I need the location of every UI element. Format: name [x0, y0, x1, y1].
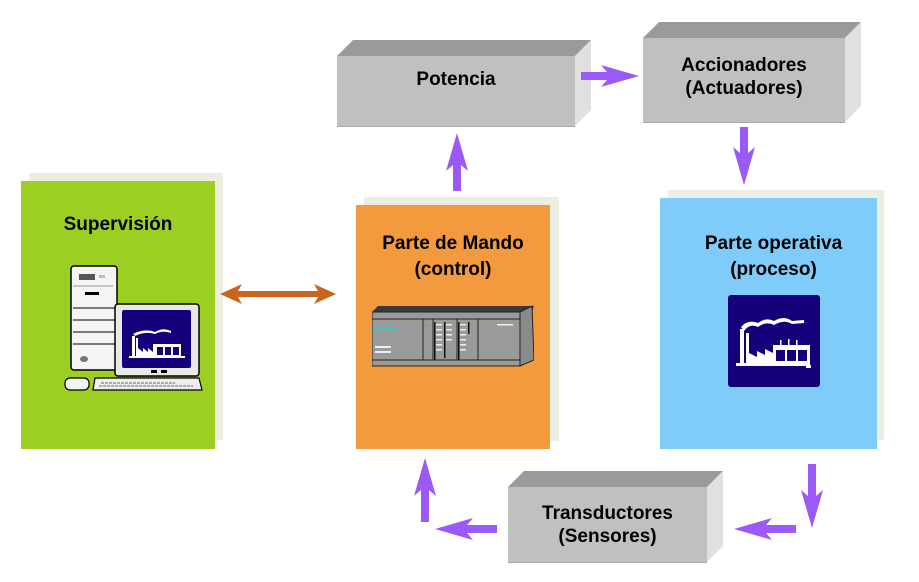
accionadores-block: Accionadores (Actuadores)	[643, 22, 861, 123]
transductores-block: Transductores (Sensores)	[508, 471, 723, 563]
supervision-title: Supervisión	[63, 214, 173, 235]
mando-title-line1: Parte de Mando	[382, 233, 524, 254]
operativa-title-line1: Parte operativa	[704, 233, 843, 254]
computer-workstation-icon	[64, 265, 203, 391]
arrow-potencia-to-accionadores	[581, 65, 639, 87]
potencia-box-3d-shape	[337, 40, 591, 126]
potencia-label: Potencia	[416, 68, 496, 90]
arrow-to-transductores	[734, 518, 796, 540]
plc-controller-icon	[372, 305, 534, 367]
potencia-block: Potencia	[337, 40, 591, 127]
supervision-panel: Supervisión	[21, 181, 215, 449]
accionadores-label-line1: Accionadores	[681, 55, 807, 76]
factory-icon	[728, 295, 820, 387]
operativa-panel: Parte operativa (proceso)	[660, 198, 877, 449]
arrow-operativa-down	[801, 464, 823, 528]
arrow-accionadores-to-operativa	[733, 127, 755, 185]
transductores-box-3d-shape	[508, 471, 723, 562]
transductores-label-line2: (Sensores)	[558, 525, 657, 547]
bidirectional-arrow-supervision-mando	[220, 284, 336, 304]
mando-panel: Parte de Mando (control)	[356, 205, 550, 449]
accionadores-box-3d-shape	[643, 22, 861, 122]
transductores-label-line1: Transductores	[542, 502, 673, 524]
arrow-to-mando-up	[414, 458, 436, 522]
arrow-from-transductores	[435, 518, 497, 540]
mando-title-line2: (control)	[414, 259, 492, 280]
operativa-title-line2: (proceso)	[730, 259, 817, 280]
arrow-mando-to-potencia	[446, 133, 468, 191]
accionadores-label-line2: (Actuadores)	[685, 78, 803, 99]
